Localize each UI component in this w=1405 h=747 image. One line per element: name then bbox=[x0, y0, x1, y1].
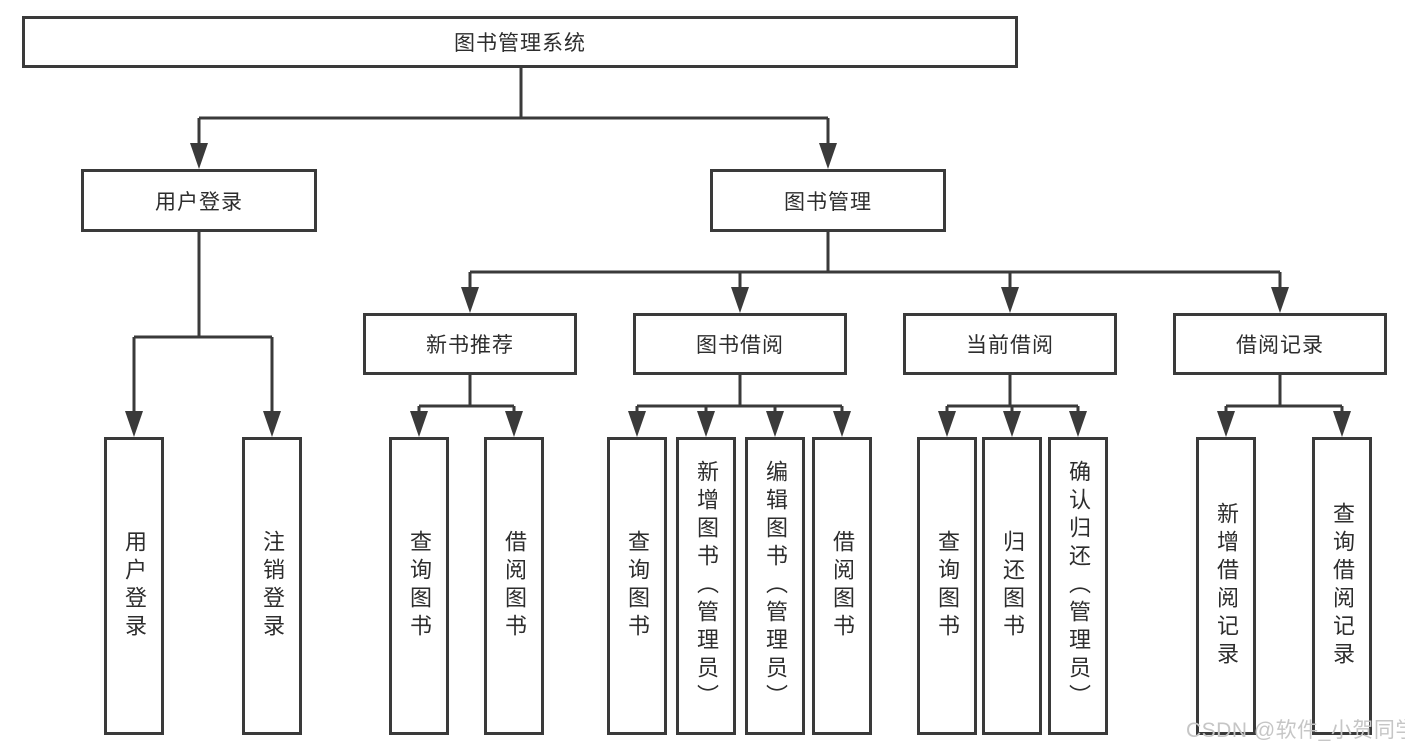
leaf-label: 借阅图书 bbox=[502, 530, 527, 642]
node-root-label: 图书管理系统 bbox=[454, 32, 586, 55]
leaf-borrow-books-recommend: 借阅图书 bbox=[484, 437, 544, 735]
watermark: CSDN @软件_小贺同学 bbox=[1186, 719, 1405, 742]
node-new-book-recommendation: 新书推荐 bbox=[363, 313, 577, 375]
leaf-label: 查询图书 bbox=[625, 530, 650, 642]
leaf-label: 查询图书 bbox=[407, 530, 432, 642]
leaf-borrow-books-borrowing: 借阅图书 bbox=[812, 437, 872, 735]
node-borrowing-records: 借阅记录 bbox=[1173, 313, 1387, 375]
leaf-label: 新增图书（管理员） bbox=[694, 460, 719, 712]
leaf-label: 编辑图书（管理员） bbox=[763, 460, 788, 712]
arrowheads bbox=[125, 143, 1351, 437]
node-current-borrowing: 当前借阅 bbox=[903, 313, 1117, 375]
leaf-logout-login: 注销登录 bbox=[242, 437, 302, 735]
node-user-login-branch: 用户登录 bbox=[81, 169, 317, 232]
node-label: 借阅记录 bbox=[1236, 334, 1324, 357]
node-label: 新书推荐 bbox=[426, 334, 514, 357]
leaf-label: 新增借阅记录 bbox=[1214, 502, 1239, 670]
leaf-label: 确认归还（管理员） bbox=[1066, 460, 1091, 712]
leaf-user-login: 用户登录 bbox=[104, 437, 164, 735]
leaf-label: 用户登录 bbox=[122, 530, 147, 642]
leaf-query-books-borrowing: 查询图书 bbox=[607, 437, 667, 735]
node-label: 图书管理 bbox=[784, 190, 872, 214]
node-root: 图书管理系统 bbox=[22, 16, 1018, 68]
leaf-label: 借阅图书 bbox=[830, 530, 855, 642]
node-label: 当前借阅 bbox=[966, 334, 1054, 357]
node-book-borrowing: 图书借阅 bbox=[633, 313, 847, 375]
leaf-query-books-recommend: 查询图书 bbox=[389, 437, 449, 735]
leaf-return-books: 归还图书 bbox=[982, 437, 1042, 735]
leaf-add-book-admin: 新增图书（管理员） bbox=[676, 437, 736, 735]
leaf-label: 归还图书 bbox=[1000, 530, 1025, 642]
leaf-add-borrow-record: 新增借阅记录 bbox=[1196, 437, 1256, 735]
node-label: 图书借阅 bbox=[696, 334, 784, 357]
leaf-query-books-current: 查询图书 bbox=[917, 437, 977, 735]
leaf-edit-book-admin: 编辑图书（管理员） bbox=[745, 437, 805, 735]
leaf-label: 查询借阅记录 bbox=[1330, 502, 1355, 670]
node-label: 用户登录 bbox=[155, 190, 243, 214]
leaf-label: 查询图书 bbox=[935, 530, 960, 642]
leaf-query-borrow-record: 查询借阅记录 bbox=[1312, 437, 1372, 735]
node-book-management: 图书管理 bbox=[710, 169, 946, 232]
leaf-confirm-return-admin: 确认归还（管理员） bbox=[1048, 437, 1108, 735]
leaf-label: 注销登录 bbox=[260, 530, 285, 642]
